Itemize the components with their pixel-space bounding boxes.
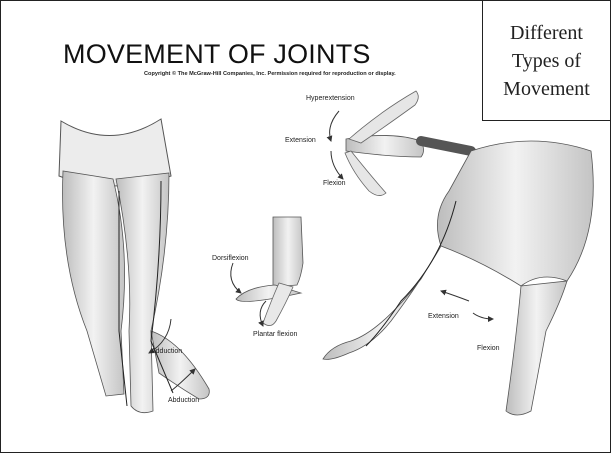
- label-abduction: Abduction: [168, 397, 199, 404]
- label-extension-knee: Extension: [428, 313, 459, 320]
- callout-line-3: Movement: [503, 75, 590, 103]
- hand-figure: [330, 91, 471, 196]
- label-plantar-flexion: Plantar flexion: [253, 331, 297, 338]
- callout-box: Different Types of Movement: [482, 1, 610, 121]
- label-hyperextension: Hyperextension: [306, 95, 355, 102]
- label-adduction: Adduction: [151, 348, 182, 355]
- callout-line-1: Different: [510, 19, 583, 47]
- label-extension-hand: Extension: [285, 137, 316, 144]
- label-dorsiflexion: Dorsiflexion: [212, 255, 249, 262]
- label-flexion-knee: Flexion: [477, 345, 500, 352]
- legs-figure: [59, 119, 209, 413]
- label-flexion-hand: Flexion: [323, 180, 346, 187]
- callout-line-2: Types of: [512, 47, 581, 75]
- foot-figure: [231, 217, 303, 326]
- copyright-notice: Copyright © The McGraw-Hill Companies, I…: [144, 71, 396, 77]
- slide-title: MOVEMENT OF JOINTS: [63, 39, 371, 70]
